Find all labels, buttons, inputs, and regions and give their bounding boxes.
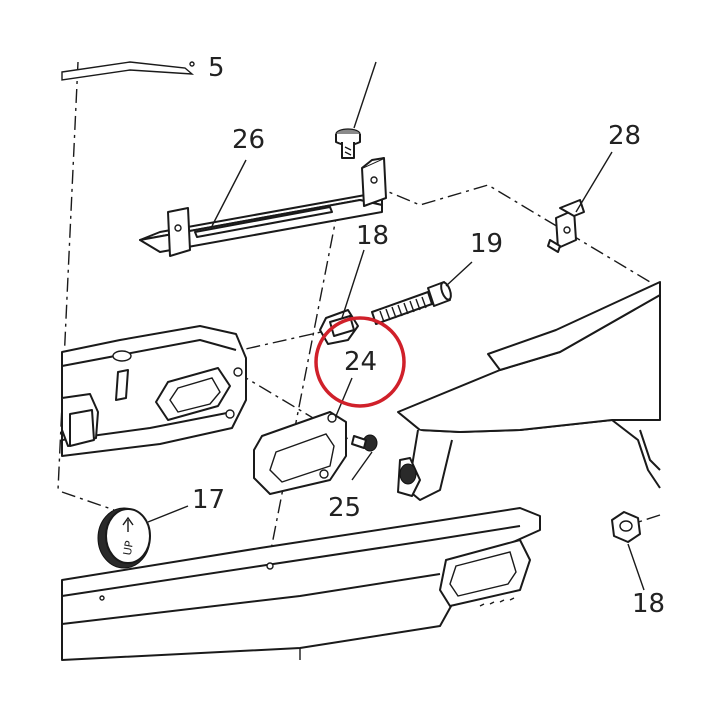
- swingarm-right: [397, 281, 661, 501]
- label-part-28: 28: [608, 121, 641, 151]
- part-18-nut-upper: [319, 309, 359, 345]
- label-part-25: 25: [328, 493, 361, 523]
- label-part-5: 5: [208, 53, 225, 83]
- part-labels: 5 26 28 18 19 24 25 17 18: [192, 53, 665, 619]
- part-17-cap: UP: [97, 507, 151, 569]
- part-24-plate: [253, 411, 347, 495]
- label-part-18-upper: 18: [356, 221, 389, 251]
- screw-top: [335, 128, 361, 159]
- part-28-clip: [547, 199, 585, 253]
- swingarm-bottom: [61, 507, 541, 661]
- part-18-nut-lower: [611, 511, 641, 543]
- swingarm-left: [61, 325, 247, 457]
- label-part-19: 19: [470, 229, 503, 259]
- label-part-24: 24: [344, 347, 377, 377]
- label-part-26: 26: [232, 125, 265, 155]
- part-19-bolt: [371, 281, 452, 325]
- part-5-bracket: [61, 61, 195, 81]
- label-part-18-lower: 18: [632, 589, 665, 619]
- leader-lines: [147, 61, 645, 591]
- highlight-circle: [314, 316, 406, 408]
- label-part-17: 17: [192, 485, 225, 515]
- part-25-screw: [351, 434, 378, 452]
- cap-up-text: UP: [121, 539, 136, 556]
- part-26-bracket: [139, 157, 387, 257]
